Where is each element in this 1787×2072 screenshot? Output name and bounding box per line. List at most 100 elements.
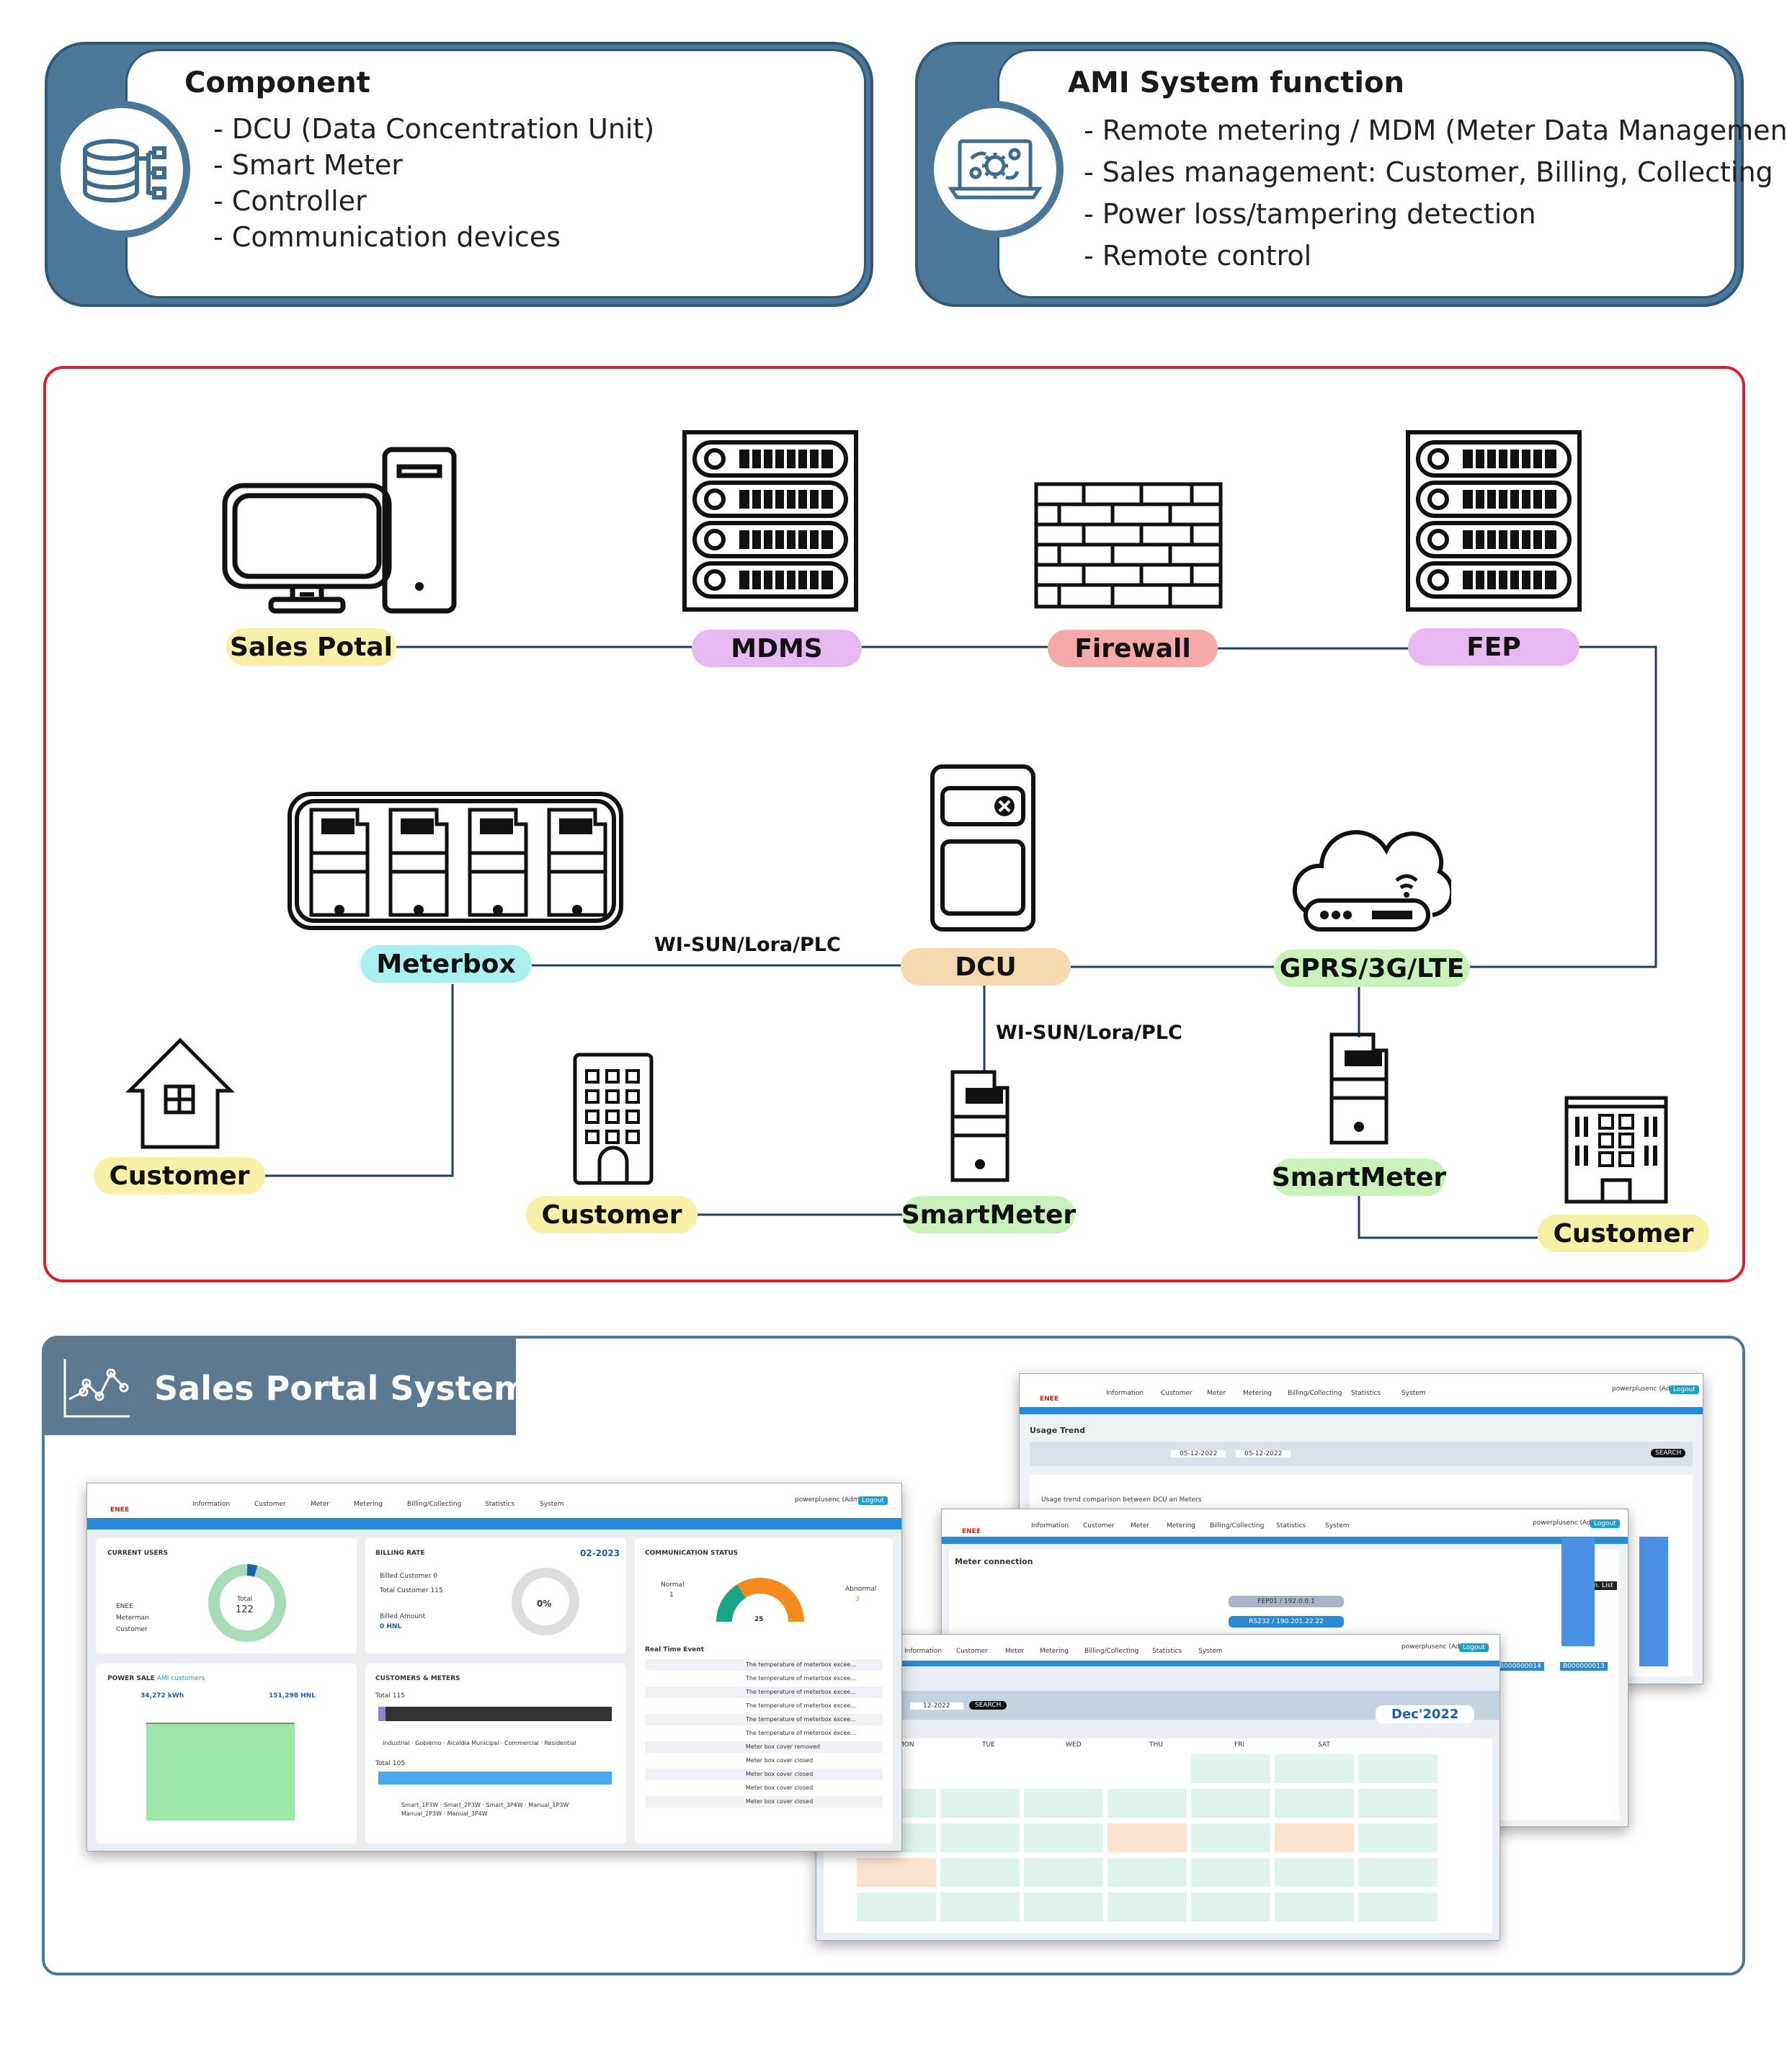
calendar-day-cell[interactable] [857, 1858, 936, 1887]
nav-meter[interactable]: Meter [1131, 1522, 1150, 1530]
component-title: Component [184, 66, 370, 99]
calendar-day-cell[interactable] [1358, 1789, 1438, 1818]
nav-customer[interactable]: Customer [1083, 1522, 1115, 1530]
calendar-day-cell[interactable] [1358, 1754, 1438, 1783]
nav-customer[interactable]: Customer [254, 1501, 286, 1508]
calendar-day-cell[interactable] [1108, 1754, 1187, 1783]
calendar-search-button[interactable]: SEARCH [969, 1701, 1007, 1710]
calendar-day-cell[interactable] [1191, 1789, 1270, 1818]
usage-bar [1639, 1537, 1668, 1666]
nav-customer[interactable]: Customer [1161, 1390, 1193, 1397]
nav-metering[interactable]: Metering [1167, 1522, 1195, 1530]
calendar-day-cell[interactable] [940, 1754, 1020, 1783]
legend-manual-2p3w: Manual_2P3W [401, 1810, 442, 1817]
legend-commercial: Commercial [504, 1740, 539, 1746]
calendar-day-cell[interactable] [1275, 1754, 1354, 1783]
nav-system[interactable]: System [1198, 1648, 1223, 1655]
sales-potal-node: Sales Potal [226, 628, 396, 666]
nav-statistics[interactable]: Statistics [1152, 1648, 1182, 1655]
nav-billing[interactable]: Billing/Collecting [1288, 1390, 1342, 1397]
ami-item: - Power loss/tampering detection [1084, 198, 1536, 230]
calendar-day-cell[interactable] [1108, 1823, 1187, 1852]
brick-wall-icon [1034, 482, 1223, 609]
logout-button[interactable]: Logout [1670, 1385, 1699, 1394]
calendar-day-cell[interactable] [1024, 1789, 1103, 1818]
calendar-day-cell[interactable] [1191, 1754, 1270, 1783]
calendar-day-cell[interactable] [1358, 1858, 1438, 1887]
current-users-title: CURRENT USERS [107, 1550, 169, 1557]
calendar-day-cell[interactable] [1275, 1858, 1354, 1887]
nav-metering[interactable]: Metering [1040, 1648, 1069, 1655]
date-from[interactable]: 05-12-2022 [1171, 1450, 1226, 1457]
calendar-day-cell[interactable] [1358, 1893, 1438, 1921]
calendar-day-cell[interactable] [1191, 1823, 1270, 1852]
abnormal-count: 3 [855, 1596, 860, 1603]
nav-statistics[interactable]: Statistics [485, 1501, 515, 1508]
calendar-day-cell[interactable] [1191, 1893, 1270, 1921]
billing-rate-title: BILLING RATE [375, 1550, 425, 1557]
nav-billing[interactable]: Billing/Collecting [1084, 1648, 1139, 1655]
meterbox-icon [288, 792, 623, 930]
date-to[interactable]: 05-12-2022 [1236, 1450, 1291, 1457]
nav-information[interactable]: Information [1031, 1522, 1069, 1530]
component-list: - DCU (Data Concentration Unit) - Smart … [213, 111, 654, 255]
logout-button[interactable]: Logout [858, 1496, 888, 1505]
nav-metering[interactable]: Metering [354, 1501, 383, 1508]
calendar-day-cell[interactable] [940, 1789, 1020, 1818]
nav-information[interactable]: Information [192, 1501, 231, 1508]
event-text: The temperature of meterbox excee... [746, 1730, 856, 1736]
server-rack-icon [1406, 430, 1582, 612]
calendar-day-cell[interactable] [1108, 1893, 1187, 1921]
month-input[interactable]: 12-2022 [910, 1702, 963, 1710]
communication-gauge [716, 1578, 804, 1622]
search-button[interactable]: SEARCH [1651, 1449, 1686, 1457]
nav-billing[interactable]: Billing/Collecting [1210, 1522, 1265, 1530]
nav-information[interactable]: Information [904, 1648, 942, 1655]
power-sale-title-text: POWER SALE [107, 1675, 155, 1682]
calendar-day-cell[interactable] [1024, 1858, 1103, 1887]
nav-billing[interactable]: Billing/Collecting [407, 1501, 462, 1508]
event-row: The temperature of meterbox excee... [645, 1687, 883, 1698]
calendar-day-cell[interactable] [940, 1858, 1020, 1887]
abnormal-label: Abnormal [845, 1586, 877, 1593]
nav-meter[interactable]: Meter [1005, 1648, 1025, 1655]
calendar-day-cell[interactable] [1275, 1789, 1354, 1818]
calendar-day-cell[interactable] [1108, 1858, 1187, 1887]
calendar-day-cell[interactable] [1275, 1823, 1354, 1852]
current-users-panel: CURRENT USERS Total 122 ENEE Meterman Cu… [96, 1538, 357, 1653]
nav-meter[interactable]: Meter [311, 1501, 330, 1508]
calendar-grid: MON TUE WED THU FRI SAT [824, 1738, 1492, 1933]
component-icon-circle [53, 101, 190, 238]
link-label-meterbox-dcu: WI-SUN/Lora/PLC [654, 934, 841, 956]
calendar-day-cell[interactable] [1358, 1823, 1438, 1852]
communication-title: COMMUNICATION STATUS [645, 1550, 739, 1557]
nav-statistics[interactable]: Statistics [1351, 1390, 1381, 1397]
calendar-day-cell[interactable] [1024, 1754, 1103, 1783]
event-text: Meter box cover closed [746, 1771, 814, 1777]
nav-customer[interactable]: Customer [956, 1648, 988, 1655]
nav-statistics[interactable]: Statistics [1276, 1522, 1306, 1530]
legend-smart-1p3w: Smart_1P3W [401, 1802, 439, 1808]
calendar-day-cell[interactable] [940, 1893, 1020, 1921]
logout-button[interactable]: Logout [1459, 1643, 1489, 1652]
meters-legend-row2: Manual_2P3W · Manual_3P4W [401, 1810, 488, 1817]
calendar-day-cell[interactable] [1108, 1789, 1187, 1818]
nav-system[interactable]: System [540, 1501, 564, 1508]
billing-calendar-screenshot: Information Customer Meter Metering Bill… [816, 1634, 1500, 1941]
calendar-day-cell[interactable] [1275, 1893, 1354, 1921]
nav-metering[interactable]: Metering [1243, 1390, 1272, 1397]
calendar-day-cell[interactable] [1024, 1823, 1103, 1852]
normal-label: Normal [661, 1581, 685, 1589]
nav-system[interactable]: System [1325, 1522, 1350, 1530]
logout-button[interactable]: Logout [1590, 1519, 1620, 1528]
nav-information[interactable]: Information [1106, 1390, 1144, 1397]
nav-system[interactable]: System [1401, 1390, 1426, 1397]
calendar-day-cell[interactable] [1024, 1893, 1103, 1921]
calendar-day-cell[interactable] [1191, 1858, 1270, 1887]
legend-meterman: Meterman [116, 1615, 149, 1622]
component-item: - Communication devices [213, 221, 561, 253]
calendar-day-cell[interactable] [857, 1893, 936, 1921]
calendar-day-cell[interactable] [940, 1823, 1020, 1852]
nav-meter[interactable]: Meter [1207, 1390, 1226, 1397]
